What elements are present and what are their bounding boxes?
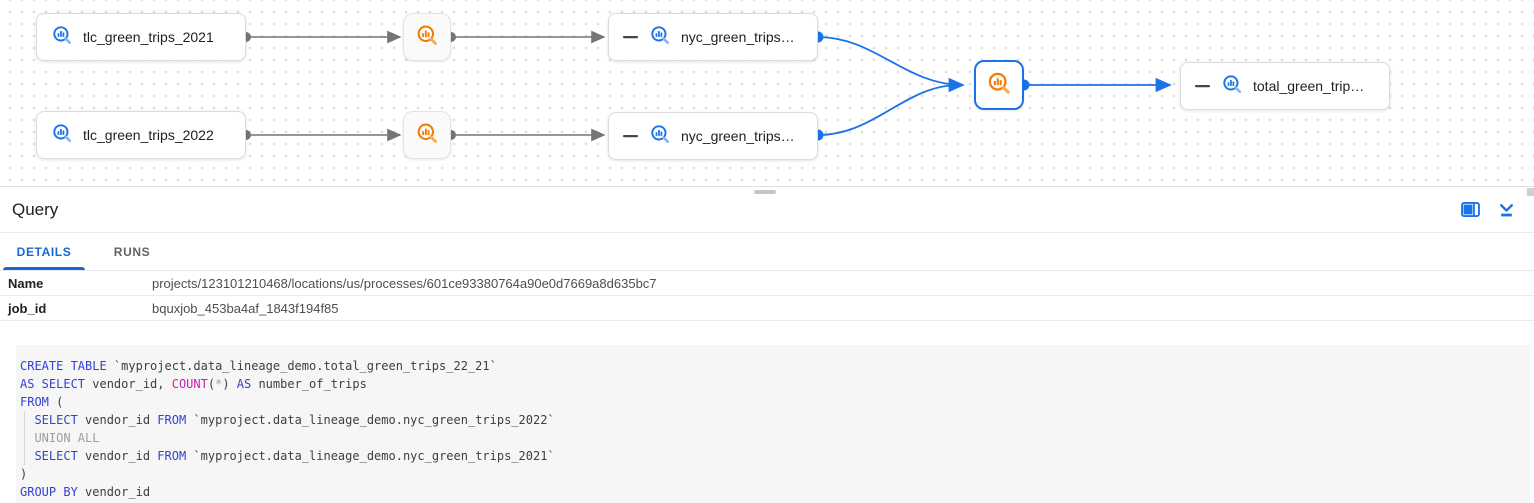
node-nyc-green-trips-2[interactable]: nyc_green_trips… bbox=[608, 112, 818, 160]
node-label: tlc_green_trips_2021 bbox=[83, 29, 214, 45]
node-label: nyc_green_trips… bbox=[681, 128, 795, 144]
collapse-panel-icon[interactable] bbox=[1492, 196, 1520, 224]
sql-code-block: CREATE TABLE `myproject.data_lineage_dem… bbox=[16, 345, 1530, 503]
bigquery-table-icon bbox=[1221, 73, 1243, 100]
node-label: tlc_green_trips_2022 bbox=[83, 127, 214, 143]
panel-resize-handle[interactable] bbox=[754, 190, 776, 194]
node-total-green-trips[interactable]: total_green_trip… bbox=[1180, 62, 1390, 110]
bigquery-table-icon bbox=[51, 24, 73, 51]
panel-tabbar: DETAILS RUNS bbox=[0, 233, 1534, 271]
node-query-process-selected[interactable] bbox=[974, 60, 1024, 110]
node-label: nyc_green_trips… bbox=[681, 29, 795, 45]
panel-header: Query bbox=[0, 187, 1534, 233]
node-nyc-green-trips-1[interactable]: nyc_green_trips… bbox=[608, 13, 818, 61]
node-tlc-green-trips-2022[interactable]: tlc_green_trips_2022 bbox=[36, 111, 246, 159]
lineage-graph[interactable]: tlc_green_trips_2021 tlc_green_trips_202… bbox=[0, 0, 1534, 186]
collapse-minus-icon[interactable] bbox=[623, 29, 639, 45]
collapse-minus-icon[interactable] bbox=[1195, 78, 1211, 94]
indent-guide bbox=[24, 411, 25, 465]
query-process-icon bbox=[415, 23, 439, 52]
node-query-process-2[interactable] bbox=[403, 111, 451, 159]
bigquery-table-icon bbox=[649, 123, 671, 150]
tab-details[interactable]: DETAILS bbox=[0, 233, 88, 270]
field-value: bquxjob_453ba4af_1843f194f85 bbox=[152, 300, 339, 316]
bigquery-table-icon bbox=[649, 24, 671, 51]
field-label: job_id bbox=[8, 300, 47, 316]
bigquery-table-icon bbox=[51, 122, 73, 149]
field-row-job-id: job_id bquxjob_453ba4af_1843f194f85 bbox=[0, 296, 1534, 321]
query-details-panel: Query DETAILS RUNS Name projects/1231012… bbox=[0, 187, 1534, 503]
field-value: projects/123101210468/locations/us/proce… bbox=[152, 275, 657, 291]
node-query-process-1[interactable] bbox=[403, 13, 451, 61]
node-label: total_green_trip… bbox=[1253, 78, 1365, 94]
panel-title: Query bbox=[12, 199, 59, 219]
panel-divider bbox=[0, 186, 1534, 194]
sql-code: CREATE TABLE `myproject.data_lineage_dem… bbox=[20, 359, 555, 499]
tab-runs[interactable]: RUNS bbox=[113, 244, 151, 259]
field-row-name: Name projects/123101210468/locations/us/… bbox=[0, 271, 1534, 296]
node-tlc-green-trips-2021[interactable]: tlc_green_trips_2021 bbox=[36, 13, 246, 61]
panel-scrollbar-thumb[interactable] bbox=[1527, 188, 1534, 196]
query-process-icon bbox=[415, 121, 439, 150]
field-label: Name bbox=[8, 275, 44, 291]
collapse-minus-icon[interactable] bbox=[623, 128, 639, 144]
open-side-panel-icon[interactable] bbox=[1456, 196, 1484, 224]
query-process-icon bbox=[986, 70, 1012, 101]
